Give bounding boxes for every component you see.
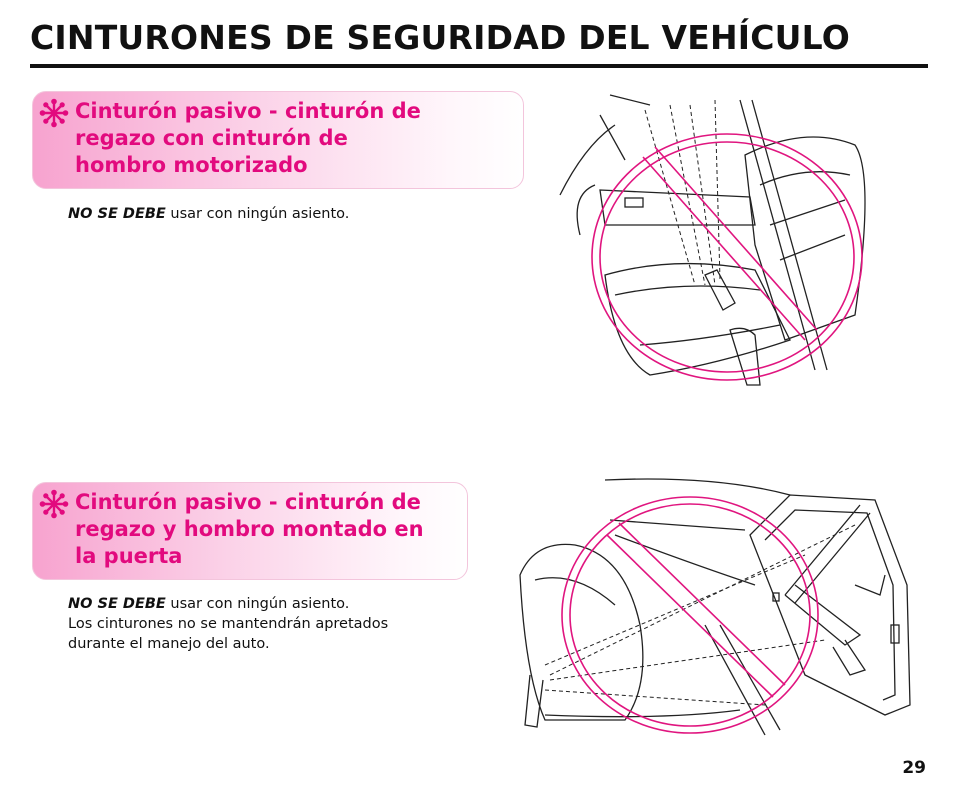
section-1-banner: Cinturón pasivo - cinturón de regazo con…: [32, 91, 524, 189]
page-title: CINTURONES DE SEGURIDAD DEL VEHÍCULO: [30, 18, 850, 57]
asterisk-flower-icon: [39, 98, 69, 128]
section-1-heading-line: Cinturón pasivo - cinturón de: [75, 99, 421, 123]
prohibition-sign-icon: [591, 133, 863, 381]
motorized-belt-illustration: [559, 94, 866, 386]
warning-emphasis: NO SE DEBE: [68, 596, 166, 612]
warning-text: usar con ningún asiento.: [170, 206, 350, 222]
prohibition-sign-icon: [561, 496, 819, 734]
section-2-heading-line: la puerta: [75, 544, 183, 568]
section-2-heading-line: Cinturón pasivo - cinturón de: [75, 490, 421, 514]
section-2-heading: Cinturón pasivo - cinturón de regazo y h…: [75, 489, 424, 570]
section-1-body: NO SE DEBE usar con ningún asiento.: [68, 204, 349, 224]
section-2-body: NO SE DEBE usar con ningún asiento. Los …: [68, 594, 388, 654]
section-1-heading-line: hombro motorizado: [75, 153, 308, 177]
title-underline: [30, 64, 928, 68]
warning-text: usar con ningún asiento.: [170, 596, 350, 612]
warning-emphasis: NO SE DEBE: [68, 206, 166, 222]
asterisk-flower-icon: [39, 489, 69, 519]
section-2-banner: Cinturón pasivo - cinturón de regazo y h…: [32, 482, 468, 580]
section-1-heading: Cinturón pasivo - cinturón de regazo con…: [75, 98, 421, 179]
body-line: Los cinturones no se mantendrán apretado…: [68, 616, 389, 632]
section-2-heading-line: regazo y hombro montado en: [75, 517, 424, 541]
page-number: 29: [902, 758, 926, 778]
body-line: durante el manejo del auto.: [68, 636, 270, 652]
door-mounted-belt-illustration: [519, 478, 911, 736]
section-1-heading-line: regazo con cinturón de: [75, 126, 348, 150]
